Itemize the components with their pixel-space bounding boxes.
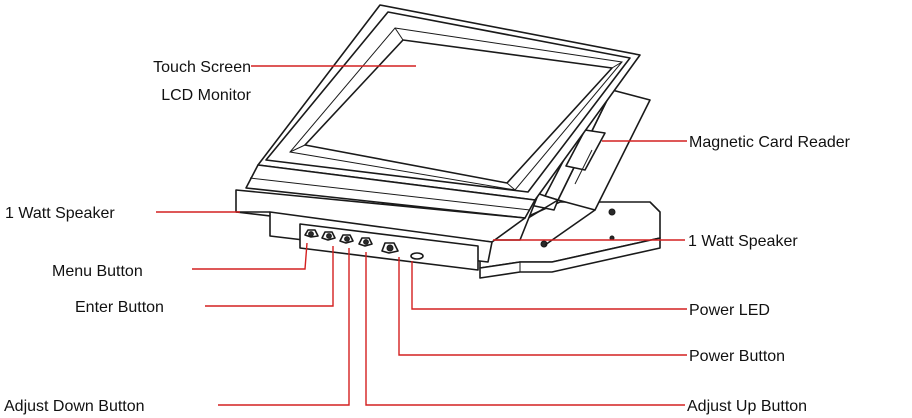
leader-menu-button [192, 242, 308, 270]
label-power-led: Power LED [689, 302, 770, 319]
leader-adjust-down [218, 248, 350, 406]
label-enter-button: Enter Button [75, 299, 164, 316]
leader-lines [156, 65, 687, 406]
pos-terminal-illustration [235, 4, 661, 279]
label-speaker-left: 1 Watt Speaker [5, 205, 115, 222]
label-menu-button: Menu Button [52, 263, 143, 280]
leader-adjust-up [365, 252, 685, 406]
label-power-button: Power Button [689, 348, 785, 365]
label-magnetic-card-reader: Magnetic Card Reader [689, 134, 851, 151]
leader-enter-button [205, 246, 334, 307]
label-adjust-down-button: Adjust Down Button [4, 398, 145, 415]
label-adjust-up-button: Adjust Up Button [687, 398, 807, 415]
leader-power-led [411, 261, 687, 310]
label-touch-screen-line1: Touch Screen [153, 59, 251, 76]
front-control-buttons [304, 229, 424, 260]
power-led-indicator [410, 252, 424, 260]
callout-labels: Touch Screen LCD Monitor Magnetic Card R… [4, 59, 851, 415]
label-touch-screen-line2: LCD Monitor [161, 87, 251, 104]
leader-power-button [398, 257, 687, 356]
touch-screen-monitor [245, 4, 641, 219]
label-speaker-right: 1 Watt Speaker [688, 233, 798, 250]
